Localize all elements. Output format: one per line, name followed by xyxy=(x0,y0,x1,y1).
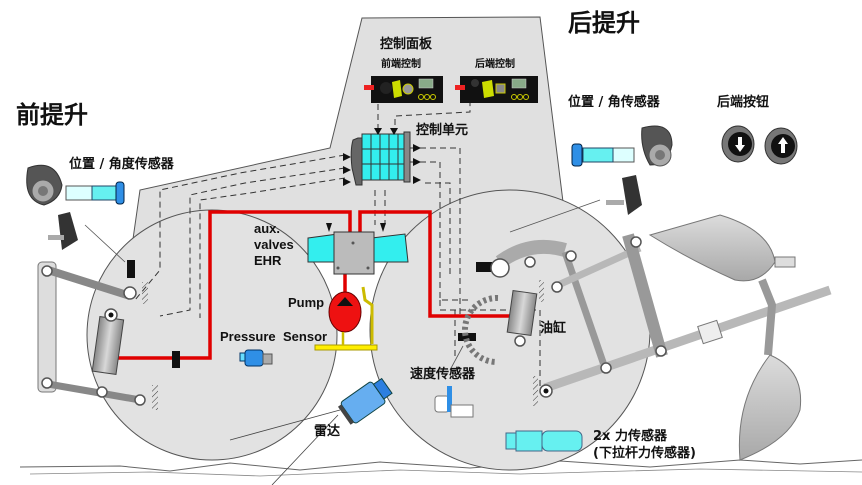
aux-valves-label-1: aux. xyxy=(254,221,281,236)
tank-icon xyxy=(361,286,374,344)
force-sensor-label-2: (下拉杆力传感器) xyxy=(593,446,696,461)
rear-angle-sensor-icon xyxy=(606,175,642,215)
control-panel-label: 控制面板 xyxy=(380,37,433,52)
rear-up-button xyxy=(764,127,798,165)
speed-sensor-icon xyxy=(434,386,474,418)
pump-icon xyxy=(328,291,362,333)
aux-valves-label-2: valves xyxy=(254,237,294,252)
rear-linkage xyxy=(458,233,832,406)
pressure-label: Pressure xyxy=(220,329,276,344)
pump-label: Pump xyxy=(288,295,325,310)
radar-label: 雷达 xyxy=(314,424,341,439)
rear-buttons-label: 后端按钮 xyxy=(717,95,770,110)
sensor-label: Sensor xyxy=(283,329,328,344)
front-position-sensor-icon xyxy=(26,164,125,206)
rear-hitch-title: 后提升 xyxy=(568,9,640,37)
front-control-label: 前端控制 xyxy=(381,59,421,70)
front-hitch-title: 前提升 xyxy=(16,101,88,129)
rear-control-panel xyxy=(455,76,538,103)
force-sensor-label-1: 2x 力传感器 xyxy=(593,429,667,444)
front-wheel xyxy=(86,209,338,461)
rear-down-button xyxy=(721,125,755,163)
rear-control-label: 后端控制 xyxy=(475,59,515,70)
front-position-sensor-label: 位置 / 角度传感器 xyxy=(69,157,174,172)
front-linkage xyxy=(37,260,158,410)
ground-line xyxy=(19,459,862,472)
rear-position-sensor-icon xyxy=(571,125,673,167)
cylinder-label: 油缸 xyxy=(540,321,567,336)
speed-sensor-label: 速度传感器 xyxy=(410,367,476,382)
aux-valves-label-3: EHR xyxy=(254,253,282,268)
control-unit xyxy=(343,128,421,186)
pressure-sensor-icon xyxy=(239,349,273,367)
plow-implement xyxy=(648,214,802,461)
force-sensor-icon xyxy=(505,430,583,452)
aux-valves xyxy=(307,223,409,275)
rear-position-sensor-label: 位置 / 角传感器 xyxy=(568,95,660,110)
radar-icon xyxy=(337,377,393,425)
front-control-panel xyxy=(364,76,443,103)
control-unit-label: 控制单元 xyxy=(416,123,469,138)
front-angle-sensor-icon xyxy=(48,212,78,250)
